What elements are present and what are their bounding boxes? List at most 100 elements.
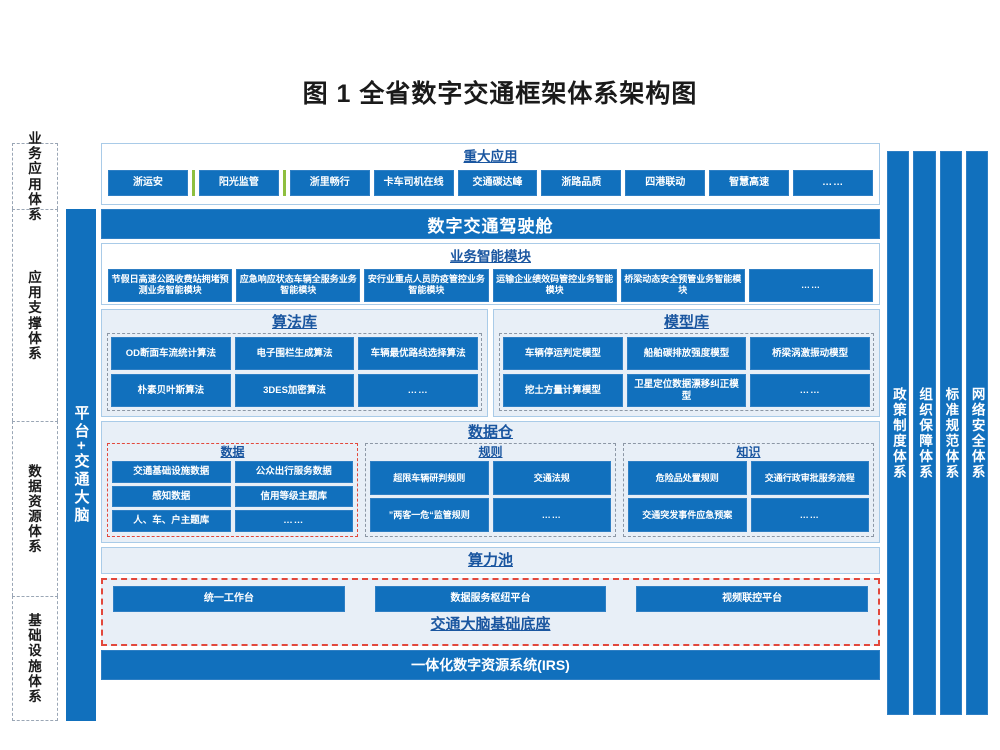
group-rows: 交通基础设施数据 公众出行服务数据 感知数据 信用等级主题库 人、车、户主题库 … [112,461,353,533]
app-chip[interactable]: 浙运安 [108,169,188,196]
system-bar-label: 标准规范体系 [943,386,959,480]
business-modules-title: 业务智能模块 [450,249,531,264]
model-chip[interactable]: 船舶碳排放强度模型 [626,337,747,370]
tier-label: 基础设施体系 [28,613,42,704]
algorithm-chip[interactable]: 朴素贝叶斯算法 [111,374,231,407]
group-title: 知识 [736,445,761,459]
libraries-row: 算法库 OD断面车流统计算法 电子围栏生成算法 车辆最优路线选择算法 朴素贝叶斯… [101,309,880,417]
digital-transport-cockpit-banner: 数字交通驾驶舱 [101,209,880,239]
support-system-bars: 政策制度体系 组织保障体系 标准规范体系 网络安全体系 [887,143,988,721]
module-chip[interactable]: 桥梁动态安全预管业务智能模块 [620,268,745,302]
tier-label: 数据资源体系 [28,463,42,555]
data-row: 人、车、户主题库 …… [112,510,353,533]
algorithm-row: 朴素贝叶斯算法 3DES加密算法 …… [111,374,479,407]
app-chip[interactable]: 四港联动 [625,169,706,196]
warehouse-group-rules: 规则 超限车辆研判规则 交通法规 ”两客一危“监管规则 …… [365,443,616,537]
data-chip[interactable]: 信用等级主题库 [234,485,353,508]
rule-row: 超限车辆研判规则 交通法规 [370,461,611,495]
architecture-diagram: 业务应用体系 应用支撑体系 数据资源体系 基础设施体系 平台+交通大脑 重大应用 [12,131,988,721]
platform-brain-bar: 平台+交通大脑 [66,209,96,721]
model-chip[interactable]: 卫星定位数据漂移纠正模型 [626,374,747,407]
app-chip[interactable]: 交通碳达峰 [457,169,538,196]
tier-label: 应用支撑体系 [28,270,42,361]
system-bar-organization: 组织保障体系 [913,151,936,715]
algorithm-chip[interactable]: OD断面车流统计算法 [111,337,231,370]
system-bar-label: 政策制度体系 [890,386,906,480]
business-modules-row: 节假日高速公路收费站拥堵预测业务智能模块 应急响应状态车辆全服务业务智能模块 安… [108,268,874,302]
group-title: 规则 [478,445,503,459]
warehouse-group-data: 数据 交通基础设施数据 公众出行服务数据 感知数据 信用等级主题库 [107,443,358,537]
compute-pool-title: 算力池 [467,552,513,569]
algorithm-row: OD断面车流统计算法 电子围栏生成算法 车辆最优路线选择算法 [111,337,479,370]
model-row: 车辆停运判定模型 船舶碳排放强度模型 桥梁涡激振动模型 [503,337,871,370]
data-chip[interactable]: 感知数据 [112,485,231,508]
algorithm-library-title: 算法库 [271,314,317,331]
model-library-title: 模型库 [663,314,709,331]
tier-infrastructure: 基础设施体系 [12,596,58,721]
page-title: 图 1 全省数字交通框架体系架构图 [302,80,698,108]
tier-data-resource: 数据资源体系 [12,421,58,596]
brain-base-platform-zone: 统一工作台 数据服务枢纽平台 视频联控平台 交通大脑基础底座 [101,578,880,646]
model-chip[interactable]: 挖土方量计算模型 [503,374,623,407]
knowledge-chip[interactable]: 交通突发事件应急预案 [628,498,747,532]
data-chip[interactable]: 人、车、户主题库 [112,510,231,533]
algorithm-chip[interactable]: 3DES加密算法 [234,374,355,407]
system-bar-label: 组织保障体系 [917,386,933,480]
tier-business-application: 业务应用体系 [12,131,58,222]
algorithm-chip[interactable]: 车辆最优路线选择算法 [358,337,479,370]
app-chip-more[interactable]: …… [793,169,874,196]
module-chip[interactable]: 应急响应状态车辆全服务业务智能模块 [236,268,361,302]
knowledge-chip[interactable]: 交通行政审批服务流程 [750,461,869,495]
algorithm-chip-more[interactable]: …… [358,374,479,407]
rule-chip[interactable]: ”两客一危“监管规则 [370,498,489,532]
base-platform-chip[interactable]: 数据服务枢纽平台 [374,586,607,612]
base-platform-chip[interactable]: 统一工作台 [113,586,345,612]
model-chip-more[interactable]: …… [750,374,871,407]
app-chip[interactable]: 卡车司机在线 [373,169,454,196]
model-library-items: 车辆停运判定模型 船舶碳排放强度模型 桥梁涡激振动模型 挖土方量计算模型 卫星定… [499,333,874,411]
warehouse-group-knowledge: 知识 危险品处置规则 交通行政审批服务流程 交通突发事件应急预案 …… [623,443,874,537]
green-divider [282,169,286,196]
base-platform-chip[interactable]: 视频联控平台 [636,586,869,612]
rule-chip[interactable]: 交通法规 [492,461,611,495]
module-chip[interactable]: 节假日高速公路收费站拥堵预测业务智能模块 [108,268,233,302]
tier-label-column: 业务应用体系 应用支撑体系 数据资源体系 基础设施体系 [12,131,58,721]
app-chip[interactable]: 浙里畅行 [289,169,370,196]
knowledge-row: 危险品处置规则 交通行政审批服务流程 [628,461,869,495]
rule-chip-more[interactable]: …… [492,498,611,532]
model-chip[interactable]: 车辆停运判定模型 [503,337,623,370]
tier-label: 业务应用体系 [28,131,42,222]
module-chip[interactable]: 安行业重点人员防疫管控业务智能模块 [364,268,489,302]
system-bar-label: 网络安全体系 [969,386,985,480]
data-chip-more[interactable]: …… [234,510,353,533]
model-row: 挖土方量计算模型 卫星定位数据漂移纠正模型 …… [503,374,871,407]
algorithm-library-panel: 算法库 OD断面车流统计算法 电子围栏生成算法 车辆最优路线选择算法 朴素贝叶斯… [101,309,488,417]
algorithm-chip[interactable]: 电子围栏生成算法 [234,337,355,370]
app-chip[interactable]: 阳光监管 [198,169,279,196]
app-chip[interactable]: 智慧高速 [709,169,790,196]
app-chip[interactable]: 浙路品质 [541,169,622,196]
platform-brain-label: 平台+交通大脑 [72,405,90,525]
compute-pool-panel: 算力池 [101,547,880,574]
data-warehouse-groups: 数据 交通基础设施数据 公众出行服务数据 感知数据 信用等级主题库 [107,443,874,537]
knowledge-chip-more[interactable]: …… [750,498,869,532]
model-library-panel: 模型库 车辆停运判定模型 船舶碳排放强度模型 桥梁涡激振动模型 挖土方量计算模型… [493,309,880,417]
data-row: 感知数据 信用等级主题库 [112,485,353,508]
model-chip[interactable]: 桥梁涡激振动模型 [750,337,871,370]
system-bar-standards: 标准规范体系 [939,151,962,715]
center-stack: 重大应用 浙运安 阳光监管 浙里畅行 卡车司机在线 交通碳达峰 浙路品质 四港联… [101,143,880,721]
spacer [58,143,66,721]
data-chip[interactable]: 公众出行服务数据 [234,461,353,483]
group-rows: 危险品处置规则 交通行政审批服务流程 交通突发事件应急预案 …… [628,461,869,532]
rule-chip[interactable]: 超限车辆研判规则 [370,461,489,495]
system-bar-network-security: 网络安全体系 [965,151,988,715]
module-chip-more[interactable]: …… [748,268,874,302]
data-row: 交通基础设施数据 公众出行服务数据 [112,461,353,483]
irs-banner: 一体化数字资源系统(IRS) [101,650,880,680]
module-chip[interactable]: 运输企业绩效码管控业务智能模块 [492,268,617,302]
knowledge-chip[interactable]: 危险品处置规则 [628,461,747,495]
group-rows: 超限车辆研判规则 交通法规 ”两客一危“监管规则 …… [370,461,611,532]
business-intelligent-modules-panel: 业务智能模块 节假日高速公路收费站拥堵预测业务智能模块 应急响应状态车辆全服务业… [101,243,880,305]
group-title: 数据 [220,445,245,459]
data-chip[interactable]: 交通基础设施数据 [112,461,231,483]
